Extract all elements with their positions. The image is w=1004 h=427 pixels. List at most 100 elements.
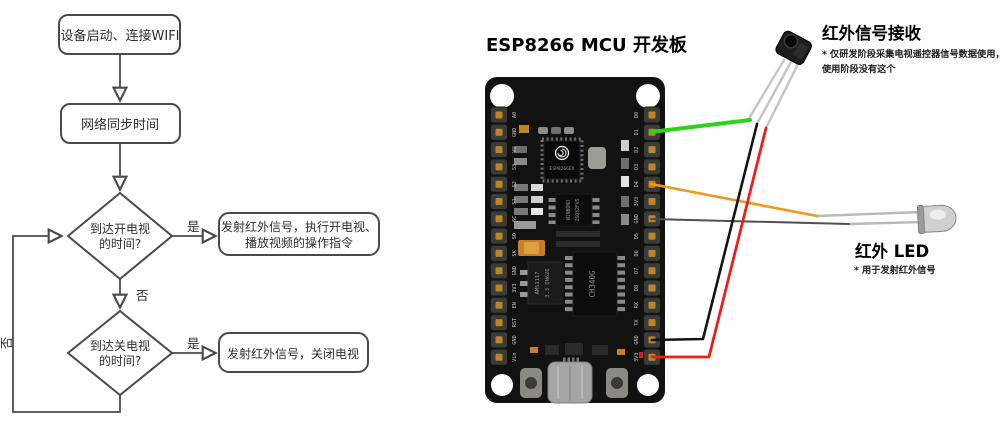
pin-label: D8 [634,285,640,291]
usb-uart-chip: CH340G [565,251,625,317]
receiver-note-line2: 使用阶段没有这个 [821,63,896,75]
pcb-pad [551,127,561,134]
smd-resistor [514,158,527,165]
pin-label: GND [634,335,640,344]
receiver-note-line1: * 仅研发阶段采集电视遥控器信号数据使用， [822,48,1004,60]
wire-gnd-to-receiver [650,122,759,342]
pin-pad [495,146,503,154]
flowchart-action-tv-off [218,332,369,373]
pin-pad [495,128,503,136]
ir-receiver [775,30,812,65]
pin-pad [648,232,656,240]
flowchart-decision-tv-on-line1: 到达开电视 [90,221,150,236]
pin-label: D6 [634,250,640,256]
smd-resistor [531,208,543,215]
pin-label: EN [512,302,518,308]
espressif-logo-icon [557,148,567,158]
pin-label: D1 [634,129,640,135]
pin-label: S1 [512,198,518,204]
led-note: * 用于发射红外信号 [854,264,936,276]
mcu-chip-label: ESP8266EX [550,166,575,172]
pin-label: Vin [512,353,518,362]
pin-label: D0 [634,112,640,118]
pin-pad [495,336,503,344]
pin-pad [648,163,656,171]
pin-label: TX [634,319,640,326]
smd-resistor [621,140,629,151]
wire-d4-to-led [649,182,819,218]
smd-resistor [531,196,543,203]
flash-chip: WINBOND 25Q32FVS [548,193,600,227]
pin-label: GND [512,335,518,344]
usb-connector [547,357,593,404]
pin-label: 3V3 [512,283,518,292]
pin-label: D4 [634,181,640,187]
pin-label: S3 [512,164,518,170]
smd-resistor [531,184,543,191]
label-no-loop: 否 [0,337,14,350]
receiver-title: 红外信号接收 [822,23,922,43]
pin-pad [648,198,656,205]
flowchart-decision-tv-off-line1: 到达关电视 [90,338,150,353]
pin-pad [648,301,656,309]
esp8266-board: ESP8266EX WINBOND 25Q32FVS CH340G AMS111… [485,77,665,404]
pin-pad [648,319,656,327]
smd-component [592,345,608,355]
espressif-logo-icon [554,145,570,161]
pin-pad [495,319,503,327]
crystal [588,147,606,169]
flowchart-node-start [58,14,181,55]
flowchart-action-tv-on [218,212,380,256]
flash-button [520,368,542,398]
flowchart-decision-tv-on-line2: 的时间? [99,236,141,251]
pin-pad [648,146,656,154]
mount-hole [637,374,659,396]
flowchart-node-start-label: 设备启动、连接WIFI [61,28,180,44]
flash-chip-label2: 25Q32FVS [575,198,581,221]
smd-resistor [514,196,528,203]
mount-hole [491,374,513,396]
receiver-leg [746,58,786,122]
smd-component [617,349,625,355]
capacitor [524,242,539,254]
mount-hole [490,84,514,108]
pin-label: 3V3 [634,353,640,362]
pin-pad [495,353,503,361]
led-lead-cathode [847,220,924,226]
pin-label: D5 [634,233,640,239]
smd-component [556,231,600,237]
pin-label: A0 [512,112,518,118]
pin-label: SC [512,216,518,222]
flowchart-node-sync-time-label: 网络同步时间 [81,117,159,133]
pin-pad [648,284,656,292]
pin-label: GND [512,266,518,275]
flash-chip-label1: WINBOND [566,200,572,220]
wire-3v3-to-receiver [650,126,768,359]
smd-resistor [514,146,527,153]
pin-label: GND [634,214,640,223]
flowchart: 设备启动、连接WIFI 网络同步时间 到达开电视 的时间? 发射红外信号，执行开… [0,14,380,413]
pin-pad [495,215,503,223]
regulator-chip-label1: AMS1117 [535,272,541,295]
flowchart-action-tv-on-line2: 播放视频的操作指令 [245,235,353,250]
led-title: 红外 LED [855,241,929,261]
pin-pad [648,267,656,275]
wire-d1-to-receiver-out [649,118,752,134]
label-yes-off: 是 [187,336,200,351]
receiver-leg [755,60,793,126]
pin-label: D3 [634,164,640,170]
smd-resistor [621,176,629,187]
connector-loop-back [12,236,121,413]
flowchart-action-tv-on-line1: 发射红外信号，执行开电视、 [221,219,377,234]
usb-uart-chip-label: CH340G [588,270,597,298]
pin-label: 3V3 [634,197,640,206]
flowchart-node-sync-time [60,103,181,144]
smd-component [565,343,583,355]
pin-label: D7 [634,268,640,274]
pin-pad [495,198,503,205]
pin-label: S2 [512,181,518,187]
pin-label: SK [512,249,518,256]
smd-resistor [621,196,629,207]
pin-pad [495,284,503,292]
